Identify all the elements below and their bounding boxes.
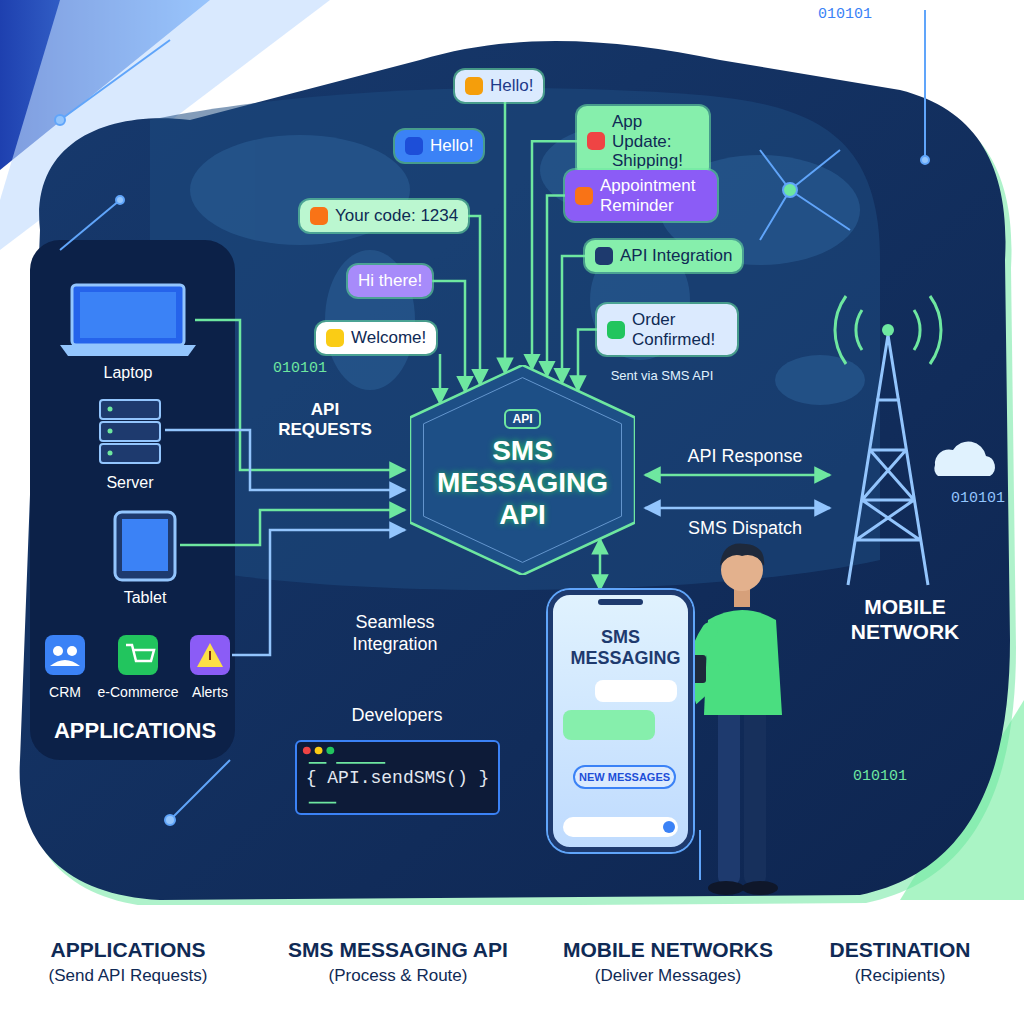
binary-text: 010101	[853, 768, 907, 785]
code-snippet: { API.sendSMS() }	[295, 740, 500, 815]
message-icon	[465, 77, 483, 95]
new-messages-button: NEW MESSAGES	[573, 765, 676, 789]
node-text: SMS MESSAGING API	[433, 435, 613, 532]
message-icon	[405, 137, 423, 155]
server-icon	[100, 400, 160, 463]
caption-label: Developers	[351, 705, 442, 726]
message-icon	[575, 187, 593, 205]
message-connector	[504, 102, 507, 373]
binary-text: 010101	[951, 490, 1005, 507]
hexagon-inner	[424, 378, 622, 563]
caption-label: Sent via SMS API	[611, 368, 714, 383]
message-bubble: Order Confirmed!	[597, 304, 737, 355]
phone-screen: SMS MESSAGING NEW MESSAGES	[548, 590, 693, 852]
message-icon	[587, 132, 605, 150]
message-connector	[439, 354, 442, 404]
applications-panel	[30, 240, 235, 760]
message-icon	[310, 207, 328, 225]
caption-label: MOBILE NETWORK	[845, 594, 965, 644]
caption-label: (Recipients)	[855, 966, 946, 986]
circuit-lines	[55, 10, 929, 880]
person-figure	[690, 543, 782, 895]
world-map-region	[150, 88, 880, 590]
message-icon	[595, 247, 613, 265]
message-bubble: Hello!	[455, 70, 543, 102]
caption-label: (Send API Requests)	[49, 966, 208, 986]
message-bubble: App Update: Shipping!	[577, 106, 709, 177]
caption-label: (Deliver Messages)	[595, 966, 741, 986]
node-text: App Update: Shipping!	[612, 112, 699, 171]
caption-label: Tablet	[124, 589, 167, 607]
continents	[190, 125, 865, 405]
api-hexagon: API SMS MESSAGING API	[410, 365, 635, 575]
node-text: Order Confirmed!	[632, 310, 727, 349]
message-bubble: Hi there!	[348, 265, 432, 297]
message-bubble: Appointment Reminder	[565, 170, 717, 221]
hexagon-shape	[410, 365, 635, 575]
tablet-icon	[115, 512, 175, 580]
node-text: Appointment Reminder	[600, 176, 707, 215]
message-bubble: Your code: 1234	[300, 200, 468, 232]
message-bubble: Hello!	[395, 130, 483, 162]
caption-label: SMS Dispatch	[688, 518, 802, 539]
caption-label: (Process & Route)	[329, 966, 468, 986]
node-text: API Integration	[620, 246, 732, 266]
node-text: Hello!	[490, 76, 533, 96]
message-bubble: Welcome!	[316, 322, 436, 354]
node-text: API	[504, 409, 540, 429]
caption-label: MOBILE NETWORKS	[563, 938, 773, 962]
node-text: Welcome!	[351, 328, 426, 348]
caption-label: DESTINATION	[830, 938, 971, 962]
caption-label: e-Commerce	[98, 684, 179, 700]
node-text: Hi there!	[358, 271, 422, 291]
caption-label: Laptop	[104, 364, 153, 382]
caption-label: API Response	[687, 446, 802, 467]
caption-label: Server	[106, 474, 153, 492]
caption-label: API REQUESTS	[275, 400, 375, 441]
caption-label: Alerts	[192, 684, 228, 700]
node-text: Your code: 1234	[335, 206, 458, 226]
caption-label: APPLICATIONS	[51, 938, 206, 962]
caption-label: Seamless Integration	[333, 612, 458, 655]
app-icons	[45, 635, 230, 675]
message-icon	[326, 329, 344, 347]
cell-tower	[835, 296, 941, 585]
caption-ground	[0, 905, 1024, 1024]
message-icon	[607, 321, 625, 339]
node-text: { API.sendSMS() }	[306, 768, 490, 788]
message-bubble: API Integration	[585, 240, 742, 272]
caption-label: APPLICATIONS	[54, 718, 216, 744]
node-text: NEW MESSAGES	[579, 771, 670, 783]
node-text: Hello!	[430, 136, 473, 156]
message-connector	[562, 256, 585, 383]
binary-text: 010101	[818, 6, 872, 23]
network-arrows	[645, 475, 830, 508]
binary-text: 010101	[273, 360, 327, 377]
caption-label: SMS MESSAGING API	[288, 938, 508, 962]
laptop-icon	[60, 285, 196, 356]
message-connector	[599, 539, 602, 590]
message-connector	[578, 330, 597, 391]
message-connector	[432, 281, 465, 392]
request-arrows	[165, 320, 405, 655]
message-connector	[468, 216, 480, 385]
cloud-icon	[934, 441, 995, 476]
caption-label: CRM	[49, 684, 81, 700]
node-text: SMS MESSAGING	[571, 627, 671, 668]
dark-blob	[20, 41, 1010, 900]
